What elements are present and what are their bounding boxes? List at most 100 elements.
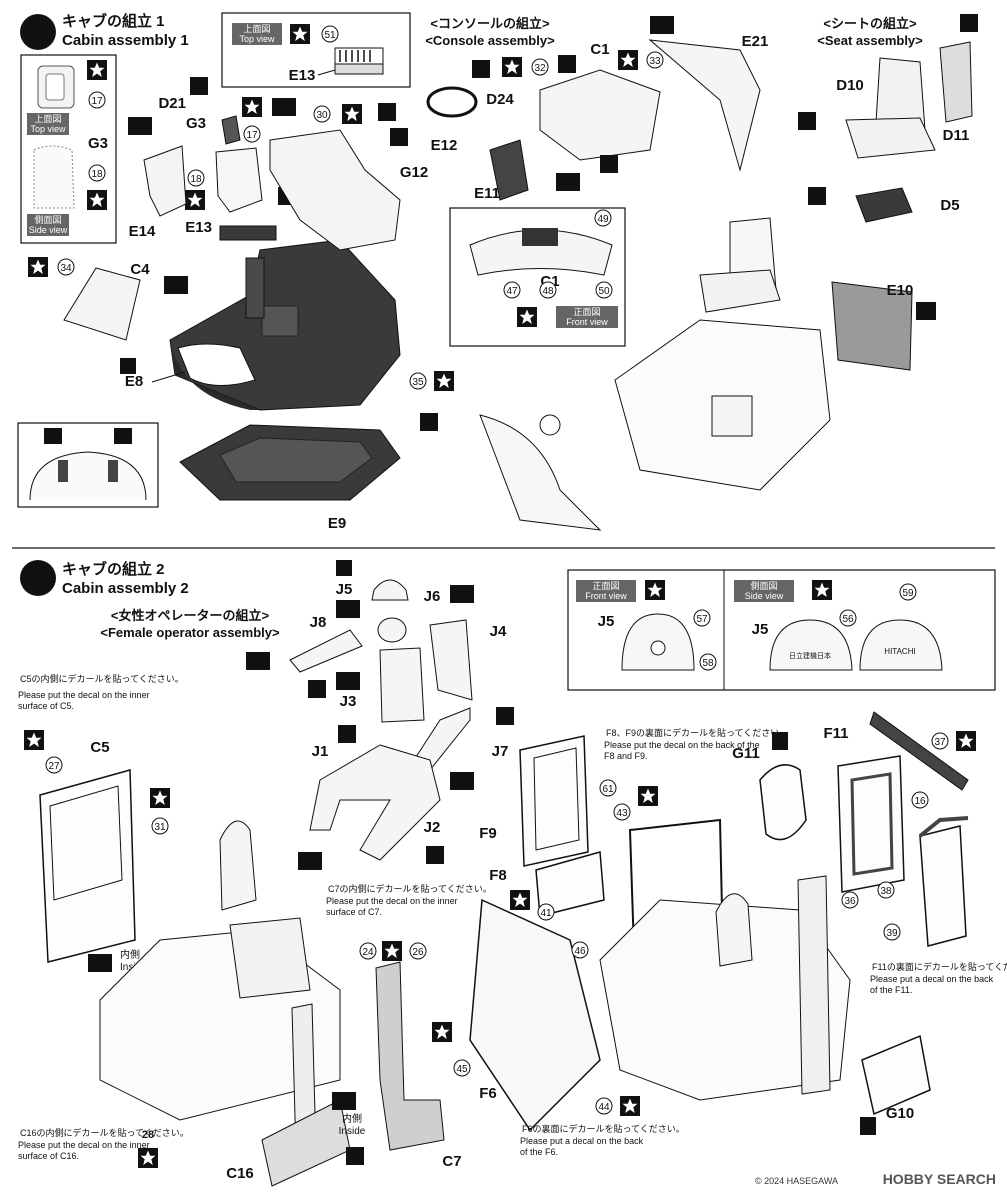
part-g11 bbox=[759, 764, 807, 841]
star-icon bbox=[87, 60, 107, 80]
side-view-label-jp: 側面図 bbox=[34, 214, 61, 225]
step2-number: 2 bbox=[32, 566, 44, 591]
svg-text:C5の内側にデカールを貼ってください。: C5の内側にデカールを貼ってください。 bbox=[20, 673, 184, 684]
svg-text:F8、F9の裏面にデカールを貼ってください。: F8、F9の裏面にデカールを貼ってください。 bbox=[606, 727, 788, 738]
console-heading-en: <Console assembly> bbox=[425, 33, 555, 48]
label-e13: E13 bbox=[185, 219, 212, 236]
svg-text:332: 332 bbox=[560, 178, 577, 189]
note-c7: C7の内側にデカールを貼ってください。 Please put the decal… bbox=[326, 883, 492, 917]
svg-text:Front view: Front view bbox=[566, 317, 608, 327]
svg-text:51: 51 bbox=[324, 30, 336, 41]
svg-text:C16の内側にデカールを貼ってください。: C16の内側にデカールを貼ってください。 bbox=[20, 1127, 189, 1138]
svg-text:G10: G10 bbox=[886, 1105, 914, 1122]
assembled-cabin-step1 bbox=[479, 217, 831, 531]
svg-text:J2: J2 bbox=[424, 819, 441, 836]
svg-text:C16: C16 bbox=[226, 1165, 254, 1182]
svg-text:92: 92 bbox=[393, 133, 405, 144]
svg-text:310: 310 bbox=[454, 590, 471, 601]
svg-text:332: 332 bbox=[168, 281, 185, 292]
svg-text:F6: F6 bbox=[479, 1085, 497, 1102]
step1-number: 1 bbox=[32, 20, 44, 45]
watermark-hobbysearch: HOBBY SEARCH bbox=[883, 1171, 996, 1187]
svg-text:8: 8 bbox=[125, 360, 132, 374]
svg-text:92: 92 bbox=[561, 60, 573, 71]
svg-text:8: 8 bbox=[777, 736, 783, 748]
star-icon bbox=[150, 788, 170, 808]
svg-text:E9: E9 bbox=[328, 515, 346, 532]
svg-text:E10: E10 bbox=[887, 282, 914, 299]
part-c4 bbox=[63, 267, 141, 341]
star-icon bbox=[342, 104, 362, 124]
label-g3-inset: G3 bbox=[88, 135, 108, 152]
svg-text:13: 13 bbox=[963, 19, 975, 30]
svg-text:E14: E14 bbox=[129, 223, 156, 240]
seat-heading-jp: <シートの組立> bbox=[823, 16, 917, 31]
svg-text:45: 45 bbox=[456, 1064, 468, 1075]
top-view-label-jp: 上面図 bbox=[34, 114, 61, 124]
star-icon bbox=[620, 1096, 640, 1116]
star-icon bbox=[290, 24, 310, 44]
svg-text:38: 38 bbox=[880, 886, 892, 897]
svg-text:48: 48 bbox=[542, 286, 554, 297]
star-icon bbox=[138, 1148, 158, 1168]
e13-top-view-inset: 上面図 Top view 51 E13 bbox=[221, 12, 411, 88]
svg-text:16: 16 bbox=[914, 796, 926, 807]
svg-text:G3: G3 bbox=[186, 115, 206, 132]
svg-text:C4: C4 bbox=[130, 261, 150, 278]
svg-text:E12: E12 bbox=[431, 137, 458, 154]
svg-text:18: 18 bbox=[91, 169, 103, 180]
svg-text:J1: J1 bbox=[312, 743, 329, 760]
star-icon bbox=[432, 1022, 452, 1042]
female-operator-parts: J5 1 J6 310 318 J4 J8 318 44 338 J3 J7 4… bbox=[246, 560, 514, 870]
star-icon bbox=[24, 730, 44, 750]
part-e10 bbox=[831, 281, 913, 371]
svg-text:44: 44 bbox=[499, 712, 511, 723]
console-heading-jp: <コンソールの組立> bbox=[430, 16, 550, 31]
svg-text:Inside: Inside bbox=[339, 1126, 366, 1137]
assembled-cabin-step2-left bbox=[99, 820, 341, 1155]
e9-detail-inset: 92 92 bbox=[17, 422, 159, 508]
svg-text:92: 92 bbox=[811, 192, 823, 203]
svg-text:13: 13 bbox=[801, 117, 813, 128]
svg-text:J8: J8 bbox=[310, 614, 327, 631]
svg-text:44: 44 bbox=[311, 685, 323, 696]
svg-text:31: 31 bbox=[154, 822, 166, 833]
note-f11: F11の裏面にデカールを貼ってください。 Please put a decal … bbox=[870, 961, 1007, 995]
svg-text:E21: E21 bbox=[742, 33, 769, 50]
svg-text:J4: J4 bbox=[490, 623, 507, 640]
part-g3 bbox=[215, 147, 263, 213]
step1-header: 1 キャブの組立 1 Cabin assembly 1 bbox=[20, 12, 189, 50]
svg-text:318: 318 bbox=[340, 605, 357, 616]
seat-heading-en: <Seat assembly> bbox=[817, 33, 923, 48]
svg-text:46: 46 bbox=[574, 946, 586, 957]
svg-text:44: 44 bbox=[341, 730, 353, 741]
svg-text:F11: F11 bbox=[823, 725, 848, 742]
part-g10 bbox=[861, 1034, 931, 1116]
svg-text:30: 30 bbox=[316, 110, 328, 121]
svg-text:F6の裏面にデカールを貼ってください。: F6の裏面にデカールを貼ってください。 bbox=[522, 1123, 685, 1134]
svg-text:24: 24 bbox=[362, 947, 374, 958]
svg-text:41: 41 bbox=[540, 908, 552, 919]
svg-text:D21: D21 bbox=[158, 95, 186, 112]
svg-text:40: 40 bbox=[920, 307, 932, 318]
svg-text:D24: D24 bbox=[486, 91, 514, 108]
svg-text:332: 332 bbox=[132, 122, 149, 133]
svg-text:26: 26 bbox=[412, 947, 424, 958]
star-icon bbox=[382, 941, 402, 961]
note-f8: F8、F9の裏面にデカールを貼ってください。 Please put the de… bbox=[604, 727, 788, 761]
step1-title-en: Cabin assembly 1 bbox=[62, 32, 189, 49]
star-icon bbox=[638, 786, 658, 806]
star-icon bbox=[645, 580, 665, 600]
svg-text:61: 61 bbox=[602, 784, 614, 795]
side-view-label-en: Side view bbox=[29, 225, 68, 235]
svg-text:J5: J5 bbox=[752, 621, 769, 638]
star-icon bbox=[956, 731, 976, 751]
svg-text:59: 59 bbox=[902, 588, 914, 599]
svg-text:92: 92 bbox=[193, 82, 205, 93]
svg-text:36: 36 bbox=[844, 896, 856, 907]
svg-text:1: 1 bbox=[341, 564, 347, 576]
svg-text:92: 92 bbox=[117, 432, 129, 443]
part-g12 bbox=[269, 129, 401, 251]
helmet-views-inset: 正面図 Front view J5 57 58 側面図 Side view J5… bbox=[567, 569, 996, 691]
svg-text:57: 57 bbox=[696, 614, 708, 625]
